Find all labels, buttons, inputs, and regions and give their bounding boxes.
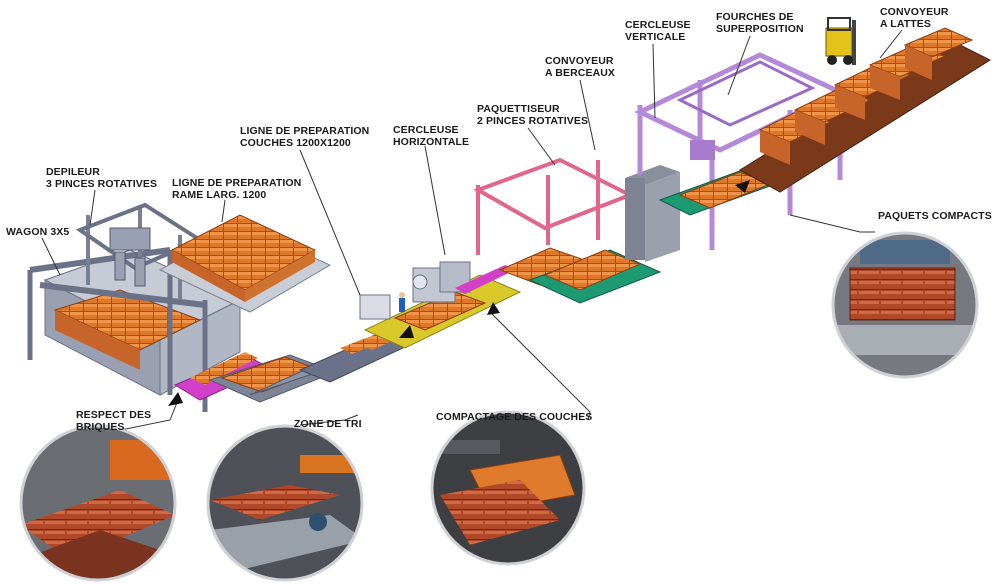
photo-respect-briques <box>20 425 180 584</box>
label-depileur: DEPILEUR 3 PINCES ROTATIVES <box>46 166 157 190</box>
label-paquettiseur: PAQUETTISEUR 2 PINCES ROTATIVES <box>477 103 588 127</box>
label-fourches: FOURCHES DE SUPERPOSITION <box>716 11 804 35</box>
label-ligne-rame: LIGNE DE PREPARATION RAME LARG. 1200 <box>172 177 301 201</box>
slatted-conveyor <box>740 28 990 192</box>
label-compactage: COMPACTAGE DES COUCHES <box>436 411 592 423</box>
label-zone-tri: ZONE DE TRI <box>294 418 362 430</box>
label-cercleuse-verticale: CERCLEUSE VERTICALE <box>625 19 691 43</box>
couches-line <box>360 262 520 348</box>
photo-zone-tri <box>208 425 368 584</box>
label-wagon: WAGON 3X5 <box>6 226 69 238</box>
photo-paquets-compacts <box>833 233 977 377</box>
label-convoyeur-berceaux: CONVOYEUR A BERCEAUX <box>545 55 615 79</box>
forklift-icon <box>826 18 856 65</box>
label-convoyeur-lattes: CONVOYEUR A LATTES <box>880 6 949 30</box>
strapper-cabinet <box>625 165 680 262</box>
label-cercleuse-horizontale: CERCLEUSE HORIZONTALE <box>393 124 469 148</box>
label-paquets-compacts: PAQUETS COMPACTS <box>878 210 992 222</box>
label-respect-briques: RESPECT DES BRIQUES <box>76 409 151 433</box>
photo-compactage <box>432 412 584 564</box>
label-ligne-couches: LIGNE DE PREPARATION COUCHES 1200X1200 <box>240 125 369 149</box>
